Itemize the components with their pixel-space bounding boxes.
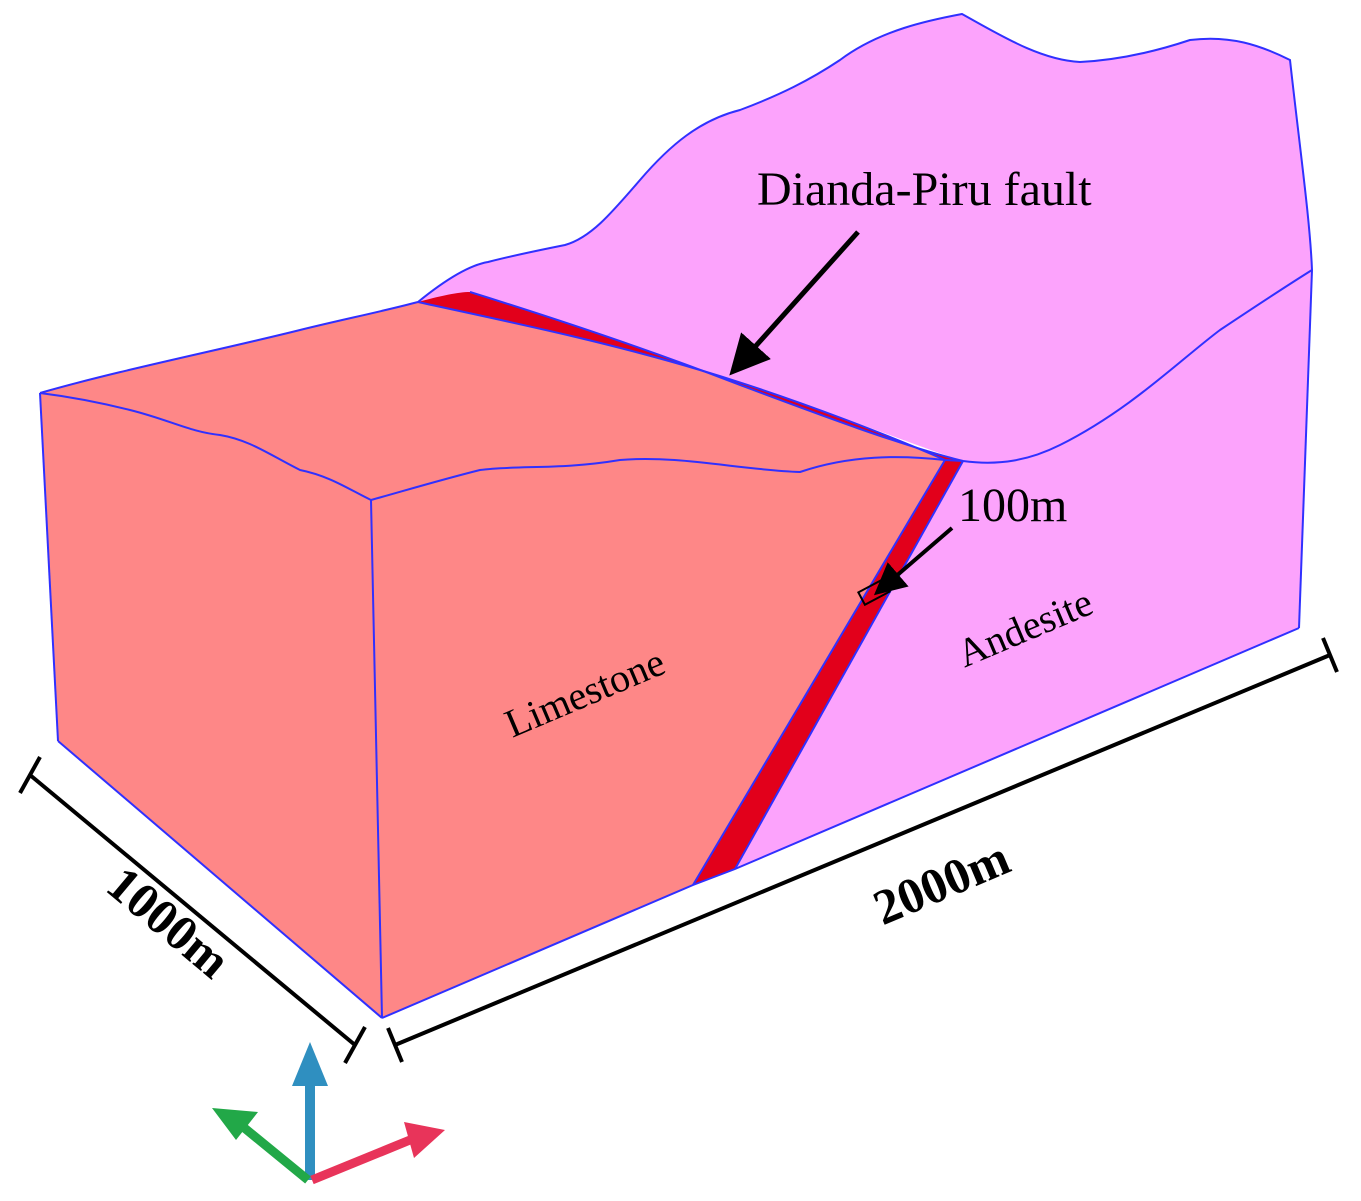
dimension-tick-1000m-end [343, 1026, 367, 1064]
edge-fault-front-right [734, 460, 964, 870]
fault-width-marker [857, 577, 891, 607]
edge-fault-trace-upper [469, 291, 964, 462]
dimension-tick-2000m-start [386, 1027, 404, 1063]
dimension-lines [18, 637, 1339, 1064]
edge-top-front-right [962, 269, 1313, 464]
edge-vertical-left [39, 392, 59, 742]
limestone-left-face [40, 393, 382, 1018]
width-pointer-arrow [873, 526, 954, 596]
edge-top-front-left [39, 392, 372, 501]
fault-width-label: 100m [958, 479, 1067, 532]
block-edges [39, 12, 1313, 1019]
fault-zone-top-strip [418, 292, 963, 461]
limestone-front-face [371, 457, 945, 1018]
edge-vertical-corner [370, 499, 383, 1019]
axis-left-line [239, 1122, 311, 1184]
edge-back-ridge [417, 12, 1313, 303]
andesite-front-face [693, 270, 1312, 885]
edge-top-front-middle [370, 456, 964, 501]
axis-triad-icon [212, 1042, 445, 1185]
axis-up-arrowhead [292, 1042, 328, 1086]
pointer-arrows [729, 230, 954, 607]
edge-fault-front-left [692, 459, 946, 886]
dimension-tick-2000m-end [1321, 637, 1339, 673]
axis-right-arrowhead [404, 1122, 445, 1158]
length-dimension-label: 2000m [865, 829, 1017, 936]
edge-bottom-left [57, 740, 383, 1019]
dimension-line-1000m [28, 773, 357, 1047]
edge-left-back [39, 301, 419, 394]
fault-pointer-arrow [729, 230, 860, 376]
dimension-line-2000m [394, 653, 1331, 1047]
edge-bottom-front [381, 627, 1300, 1019]
fault-name-label: Dianda-Piru fault [757, 163, 1092, 216]
dimension-tick-1000m-start [18, 756, 42, 794]
edge-vertical-right [1298, 269, 1313, 629]
limestone-block [40, 302, 945, 1018]
axis-right-line [310, 1135, 412, 1185]
axis-left-arrowhead [212, 1108, 258, 1140]
limestone-top-surface [40, 302, 945, 500]
